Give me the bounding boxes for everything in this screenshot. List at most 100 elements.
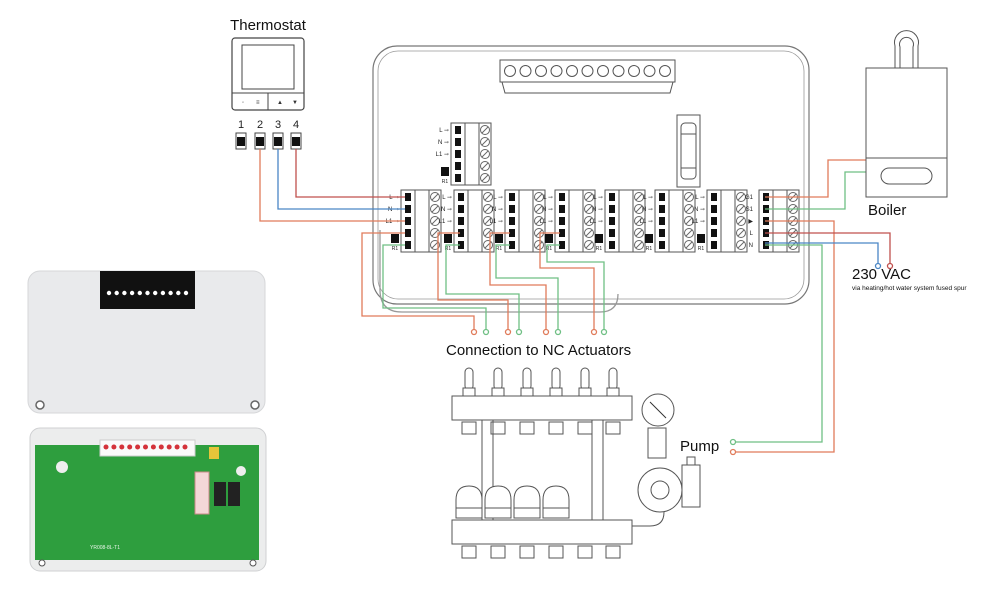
terminal-slot (509, 217, 515, 225)
wire (546, 244, 605, 330)
thermostat-screen (241, 44, 295, 90)
fuse (676, 114, 701, 188)
actuator-head (455, 485, 483, 519)
terminal-label: N ⇾ (438, 140, 449, 146)
terminal-label: L1 ⇾ (490, 219, 503, 225)
wire-terminal (729, 448, 737, 456)
pump-label: Pump (680, 438, 719, 455)
manifold-bottom-bar (451, 519, 633, 545)
led-indicator (129, 290, 135, 296)
flow-meter (551, 367, 561, 391)
terminal-slot (711, 205, 717, 213)
controller-cover-photo (27, 270, 266, 414)
terminal-slot (609, 229, 615, 237)
terminal-slot (559, 241, 565, 249)
terminal-label: N ⇾ (542, 207, 553, 213)
screw-hole (250, 400, 260, 410)
terminal-slot (711, 193, 717, 201)
flow-meter (464, 367, 474, 391)
led-indicator (150, 444, 156, 450)
relay-led (391, 234, 399, 243)
output-terminal-label: L (750, 231, 754, 237)
terminal-slot (609, 217, 615, 225)
thermostat-terminal-number: 2 (257, 119, 263, 131)
relay-label: R1 (698, 246, 705, 252)
relay (214, 482, 226, 506)
screw-hole (35, 400, 45, 410)
terminal-slot (458, 217, 464, 225)
flow-meter (608, 367, 618, 391)
terminal-label: L ⇾ (493, 195, 503, 201)
terminal-slot (455, 138, 461, 146)
terminal-slot (659, 193, 665, 201)
led-indicator (143, 444, 148, 450)
terminal-label: L ⇾ (442, 195, 452, 201)
thermostat-label: Thermostat (230, 17, 307, 34)
thermostat-button-icon: ≡ (256, 100, 260, 106)
zone-terminal-block: L ⇾N ⇾L1 ⇾R1 (640, 189, 696, 253)
terminal-slot (458, 193, 464, 201)
terminal-slot (659, 205, 665, 213)
thermostat-live-wire (295, 149, 405, 198)
led-indicator (504, 65, 516, 77)
wire-terminal (482, 328, 490, 336)
pcb-model: YR008-8L-T1 (90, 545, 120, 551)
led-indicator (111, 444, 117, 450)
led-indicator (166, 444, 172, 450)
terminal-label: N ⇾ (694, 207, 705, 213)
boiler-wire (765, 159, 866, 198)
led-indicator (122, 290, 127, 296)
led-indicator (183, 290, 189, 296)
terminal-slot (609, 193, 615, 201)
led-indicator (659, 65, 671, 77)
led-strip (499, 59, 676, 94)
terminal-label: L ⇾ (543, 195, 553, 201)
terminal-slot (559, 205, 565, 213)
relay-label: R1 (392, 246, 399, 252)
terminal-label: L1 ⇾ (540, 219, 553, 225)
led-indicator (581, 65, 594, 77)
chevron-down-icon: ▼ (292, 100, 298, 106)
controller-pcb-photo: YR008-8L-T1 (29, 427, 267, 572)
wire-terminal (590, 328, 598, 336)
terminal-slot (405, 217, 411, 225)
led-indicator (160, 290, 166, 296)
terminal-slot (609, 205, 615, 213)
led-indicator (114, 290, 119, 296)
terminal-label: L ⇾ (439, 128, 449, 134)
power-label: 230 VAC (852, 266, 911, 283)
chevron-up-icon: ▲ (277, 100, 283, 106)
mains-neutral-wire (765, 242, 879, 264)
led-indicator (137, 290, 142, 296)
terminal-slot (405, 241, 411, 249)
pipe-fitting (519, 421, 535, 435)
terminal-label: L ⇾ (593, 195, 603, 201)
terminal-label: L ⇾ (643, 195, 653, 201)
zone-terminal-block: L ⇾N ⇾L1 ⇾R1 (386, 189, 442, 253)
terminal-slot (458, 241, 464, 249)
pipe-fitting (605, 421, 621, 435)
terminal-slot (455, 126, 461, 134)
terminal-label: N ⇾ (642, 207, 653, 213)
wire (489, 232, 547, 330)
actuator-head (484, 485, 512, 519)
relay-led (441, 167, 449, 176)
output-terminal-label: G1 (745, 195, 754, 201)
pump-control-box (681, 464, 701, 508)
transformer (209, 447, 219, 459)
terminal-label: N ⇾ (592, 207, 603, 213)
terminal-label: L1 ⇾ (439, 219, 452, 225)
terminal-slot (711, 217, 717, 225)
led-indicator (612, 65, 625, 77)
terminal-label: L1 ⇾ (386, 219, 399, 225)
led-indicator (535, 65, 547, 77)
output-terminal-label: N (749, 243, 753, 249)
relay-led (444, 234, 452, 243)
led-indicator (176, 290, 181, 296)
terminal-slot (405, 229, 411, 237)
wire-terminal (874, 262, 882, 270)
terminal-slot (711, 241, 717, 249)
boiler-label: Boiler (868, 202, 906, 219)
